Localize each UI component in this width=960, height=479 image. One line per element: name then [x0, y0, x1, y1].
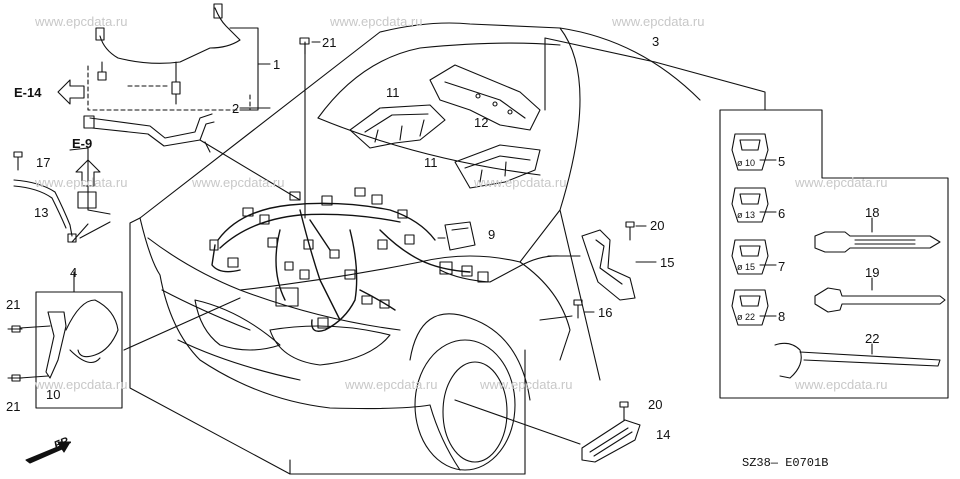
box-part-4 [35, 271, 123, 409]
callout-8: 8 [778, 309, 786, 324]
clip-size-13: ø 13 [737, 210, 756, 220]
callout-10: 10 [46, 387, 61, 402]
box-parts-1-2 [87, 65, 251, 111]
front-arrow-icon [25, 441, 71, 464]
callout-11-lower: 11 [424, 155, 438, 170]
clip-size-10: ø 10 [737, 158, 756, 168]
callout-1: 1 [273, 57, 281, 72]
clip-size-15: ø 15 [737, 262, 756, 272]
part-15-bracket [581, 229, 657, 301]
callout-6: 6 [778, 206, 786, 221]
bolt-21-left-lower [7, 374, 23, 382]
callout-12: 12 [474, 115, 489, 130]
callout-16: 16 [598, 305, 613, 320]
bolt-20-lower [619, 401, 629, 421]
callout-3: 3 [652, 34, 660, 49]
clip-7 [731, 239, 769, 275]
watermark: www.epcdata.ru [35, 377, 128, 392]
bolt-16 [573, 299, 595, 319]
callout-14: 14 [656, 427, 671, 442]
bolt-20-upper [625, 221, 647, 241]
callout-21-top: 21 [322, 35, 337, 50]
callout-4: 4 [70, 265, 78, 280]
part-19-clip [814, 277, 946, 313]
part-12-bracket [429, 64, 541, 131]
watermark: www.epcdata.ru [480, 377, 573, 392]
callout-7: 7 [778, 259, 786, 274]
callout-21-left-upper: 21 [6, 297, 21, 312]
watermark: www.epcdata.ru [330, 14, 423, 29]
part-22-clamp [774, 342, 941, 379]
callout-18: 18 [865, 205, 880, 220]
callout-17: 17 [36, 155, 51, 170]
callout-2: 2 [232, 101, 240, 116]
harness-frame-lines [129, 37, 949, 475]
reference-e14: E-14 [14, 85, 42, 100]
callout-20-lower: 20 [648, 397, 663, 412]
callout-13: 13 [34, 205, 49, 220]
bolt-21-left-upper [7, 325, 23, 333]
part-17-bolt [13, 151, 23, 171]
car-body-outline [139, 22, 701, 471]
watermark: www.epcdata.ru [612, 14, 705, 29]
callout-22: 22 [865, 331, 880, 346]
watermark: www.epcdata.ru [795, 377, 888, 392]
clip-6 [731, 187, 769, 223]
callout-5: 5 [778, 154, 786, 169]
e9-arrow [75, 159, 101, 187]
callout-19: 19 [865, 265, 880, 280]
e14-arrow [57, 79, 85, 105]
reference-e9: E-9 [72, 136, 93, 151]
callout-11-upper: 11 [386, 85, 400, 100]
part-13-cable [13, 179, 111, 243]
callout-15: 15 [660, 255, 675, 270]
watermark: www.epcdata.ru [474, 175, 567, 190]
part-14-trim [581, 419, 641, 463]
callout-9: 9 [488, 227, 496, 242]
part-2-sensor-harness [83, 113, 215, 147]
clip-8 [731, 289, 769, 326]
clip-5 [731, 133, 769, 171]
clip-size-22: ø 22 [737, 312, 756, 322]
part-11-upper-bracket [349, 104, 446, 149]
watermark: www.epcdata.ru [795, 175, 888, 190]
bolt-21-top [299, 37, 321, 55]
watermark: www.epcdata.ru [35, 175, 128, 190]
part-10-sensor [45, 299, 119, 379]
part-11-lower-bracket [454, 144, 541, 189]
watermark: www.epcdata.ru [35, 14, 128, 29]
watermark: www.epcdata.ru [345, 377, 438, 392]
callout-20-upper: 20 [650, 218, 665, 233]
callout-21-left-lower: 21 [6, 399, 21, 414]
engine-harness [211, 202, 471, 332]
part-18-band-clip [814, 217, 941, 253]
harness-connectors [209, 187, 489, 329]
diagram-code: SZ38— E0701B [742, 456, 829, 470]
part-1-sensor-harness [95, 3, 241, 105]
watermark: www.epcdata.ru [192, 175, 285, 190]
